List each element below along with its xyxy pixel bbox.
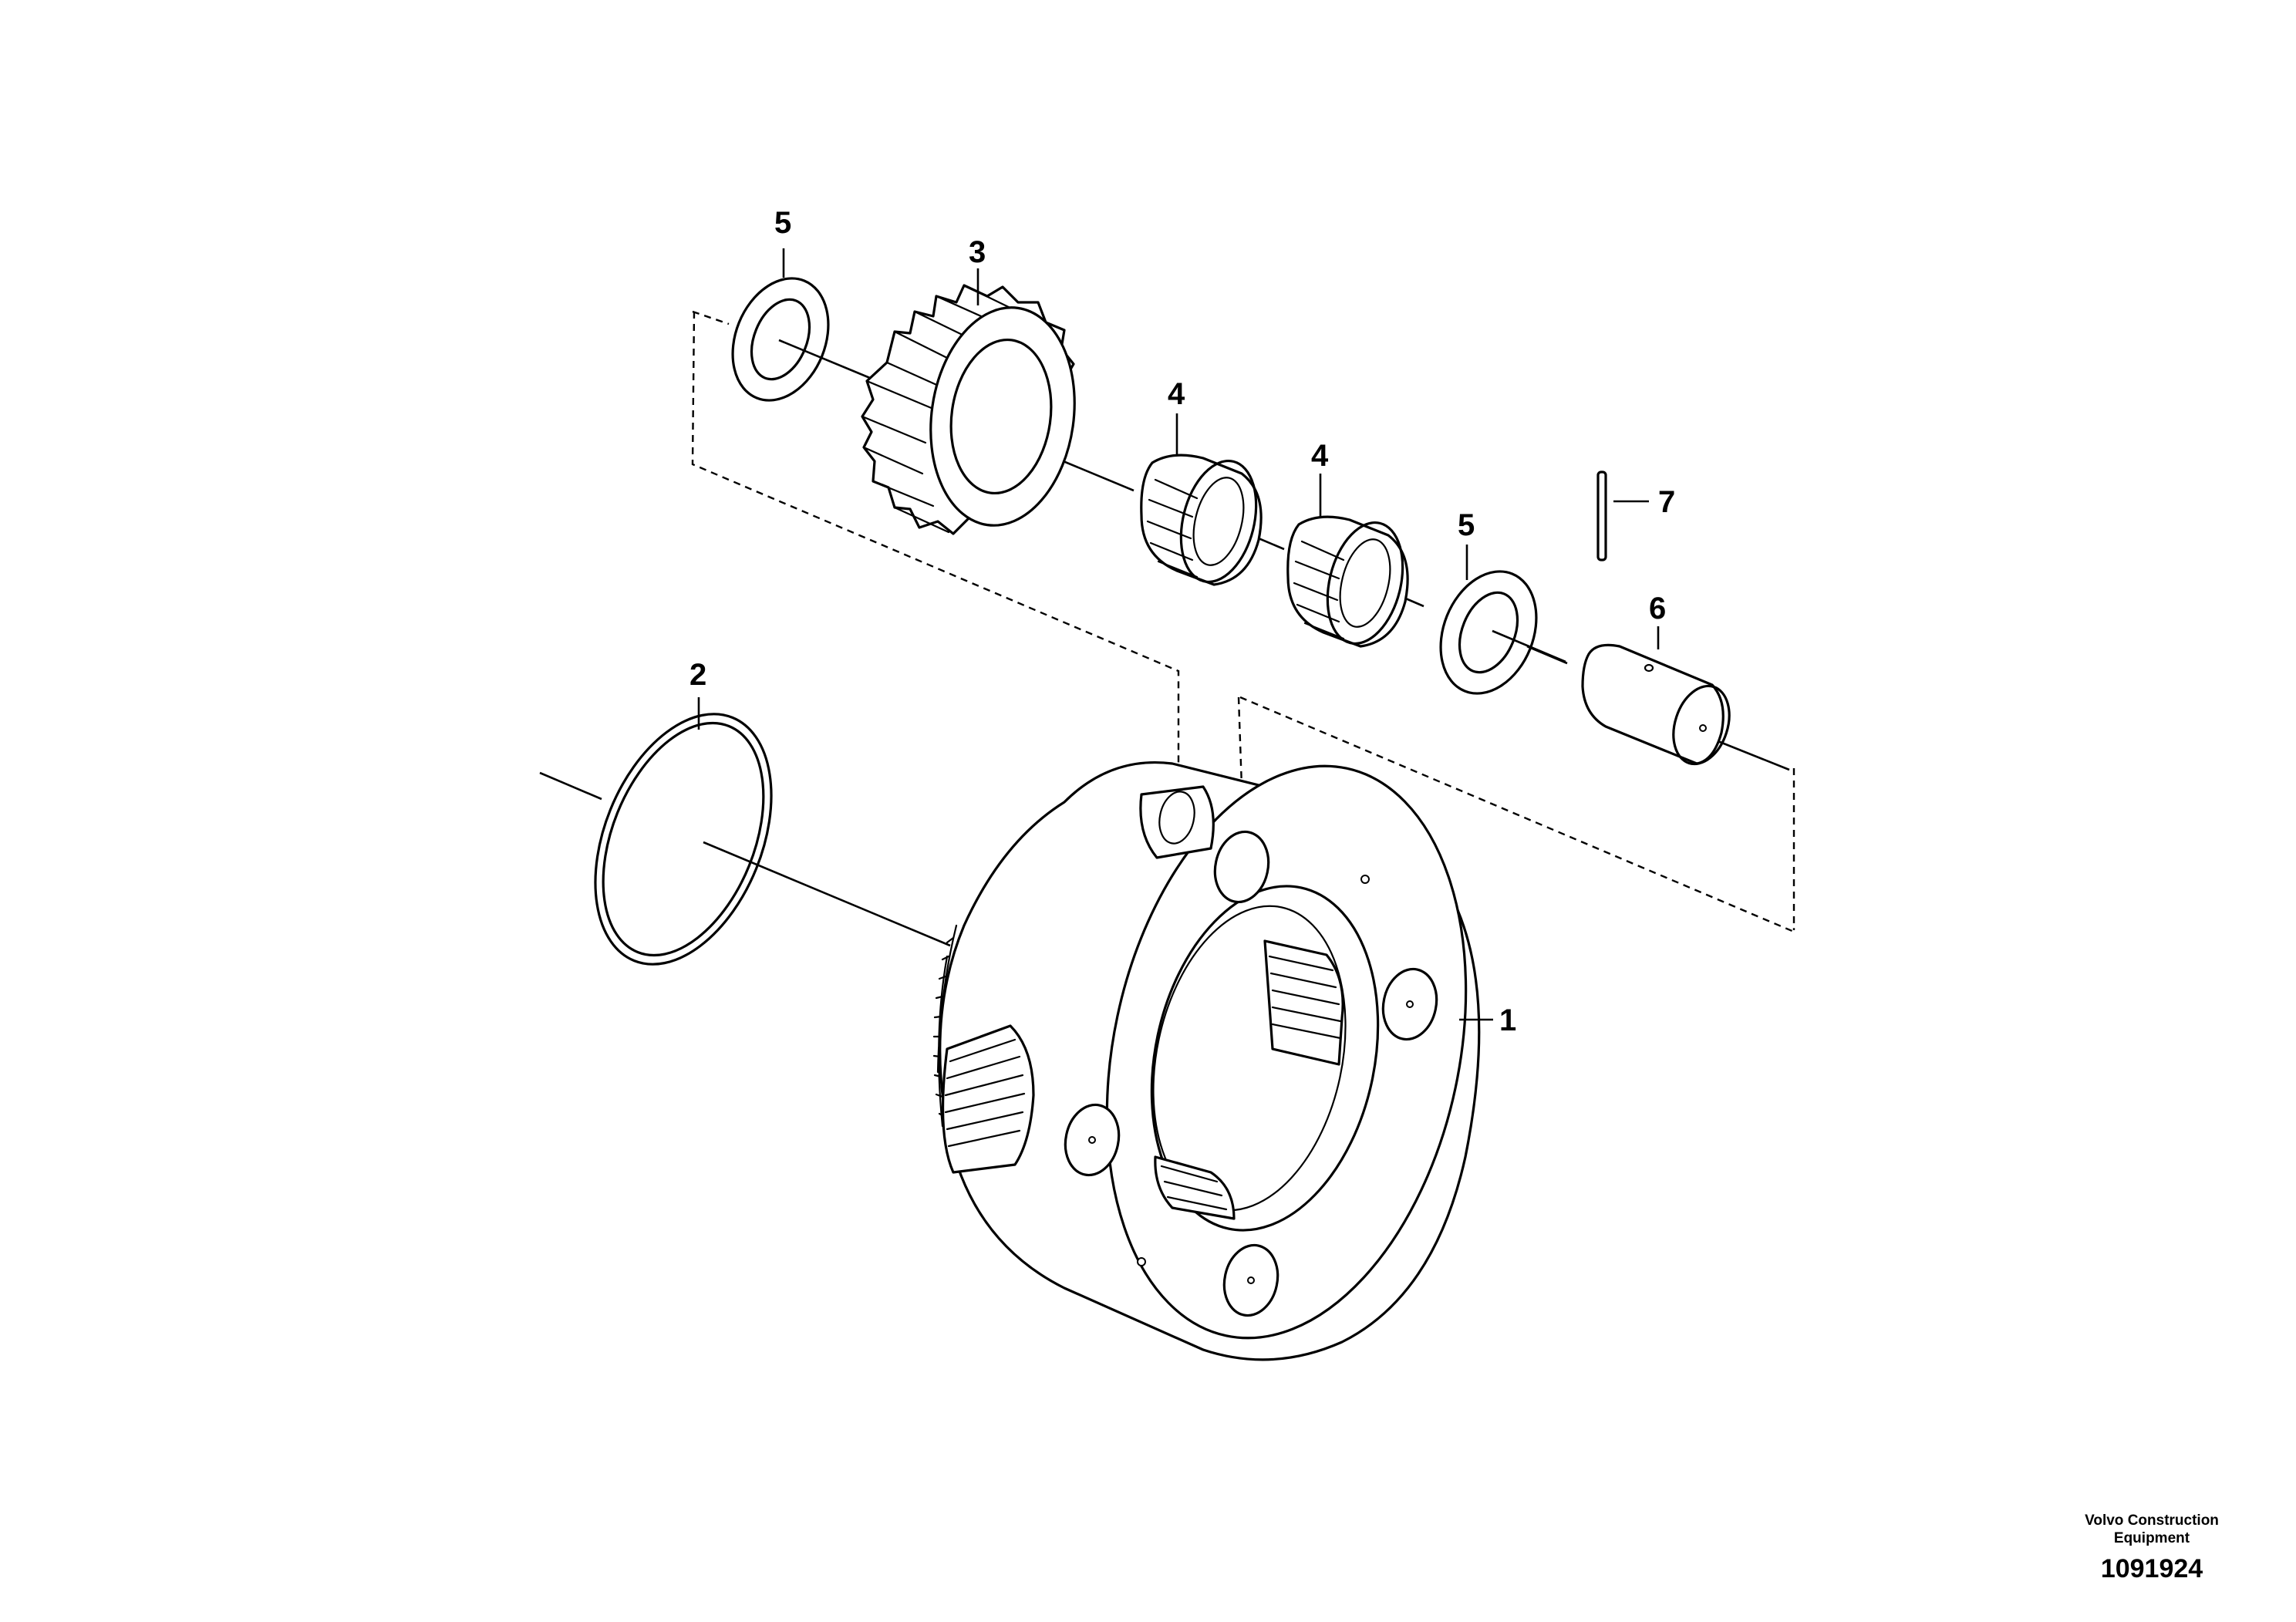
assembly-guide-lines [691,310,1795,933]
callout-7: 7 [1658,485,1675,519]
brand-name-line1: Volvo Construction [2085,1512,2219,1529]
part-1-planet-carrier [932,760,1481,1361]
brand-name-line2: Equipment [2113,1530,2190,1546]
part-4-needle-bearing-b [1286,515,1409,648]
diagram-footer: Volvo Construction Equipment 1091924 [2052,1512,2252,1584]
callout-leaders [697,248,1660,1021]
document-number: 1091924 [2100,1554,2203,1583]
callout-5-lower: 5 [1458,508,1475,542]
part-4-needle-bearing-a [1140,454,1263,586]
callout-4-right: 4 [1311,439,1329,473]
callout-6: 6 [1649,592,1666,626]
callout-5-upper: 5 [774,206,791,240]
part-5-thrust-washer-lower [1439,570,1538,695]
callout-1: 1 [1499,1003,1516,1037]
part-3-planet-gear [861,284,1076,535]
callout-4-left: 4 [1168,377,1185,411]
callout-labels: 5 3 4 4 5 7 6 2 1 [689,206,1675,1037]
part-7-roll-pin [1596,470,1607,561]
part-5-thrust-washer-upper [731,277,830,402]
part-2-seal-ring [594,713,773,966]
callout-2: 2 [689,658,706,692]
callout-3: 3 [969,235,986,269]
part-6-planet-shaft [1581,643,1731,766]
